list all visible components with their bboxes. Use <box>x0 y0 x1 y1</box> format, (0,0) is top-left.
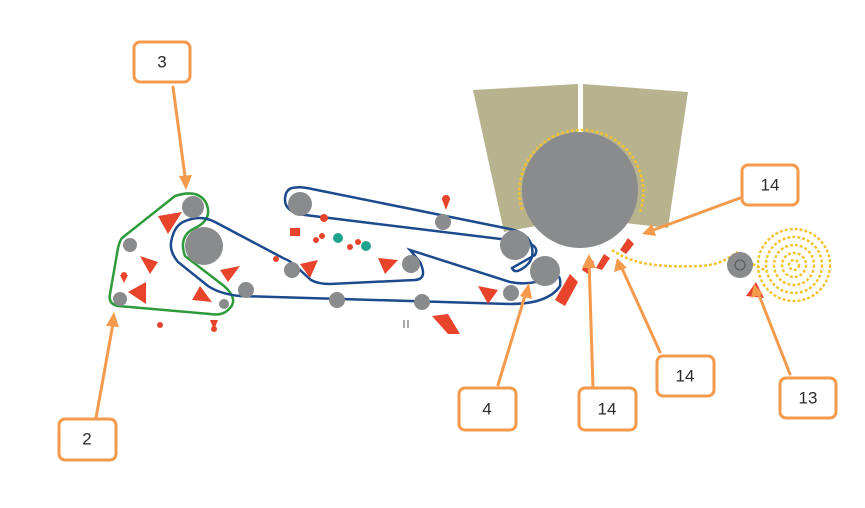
arrow-2 <box>94 316 116 420</box>
callout-label: 14 <box>761 176 780 195</box>
roll <box>238 282 254 298</box>
callout-label: 14 <box>598 400 617 419</box>
callout-label: 2 <box>82 430 91 449</box>
arrow-4 <box>496 287 529 387</box>
roll <box>185 227 223 265</box>
callout-14-center: 14 <box>577 386 638 432</box>
callout-label: 13 <box>799 389 818 408</box>
arrow-14a <box>587 258 595 390</box>
roll <box>288 192 312 216</box>
callout-2: 2 <box>57 417 118 462</box>
arrow-14c <box>646 196 742 234</box>
roll <box>219 299 229 309</box>
paper-web <box>518 128 766 272</box>
arrow-3 <box>171 85 188 186</box>
arrow-14b <box>618 262 662 354</box>
parent-reel <box>756 227 832 303</box>
callout-arrows <box>94 85 792 420</box>
yankee-cylinder <box>522 132 638 248</box>
callout-14-right: 14 <box>655 354 716 398</box>
callout-3: 3 <box>132 40 192 84</box>
callout-4: 4 <box>457 386 518 432</box>
roll <box>182 196 204 218</box>
callout-label: 4 <box>482 400 491 419</box>
reel-drum <box>727 252 753 278</box>
felt-loop-blue-upper <box>283 185 538 273</box>
callout-14-top: 14 <box>740 163 800 207</box>
roll <box>530 256 560 286</box>
felt-loop-green <box>108 192 235 316</box>
callout-13: 13 <box>778 376 838 420</box>
felt-rolls <box>113 192 753 310</box>
roll <box>329 292 345 308</box>
roll <box>503 285 519 301</box>
teal-showers <box>333 233 371 251</box>
roll <box>402 255 420 273</box>
roll <box>284 262 300 278</box>
callout-label: 14 <box>676 367 695 386</box>
roll <box>414 294 430 310</box>
arrow-13 <box>755 288 792 376</box>
callout-arrowheads <box>106 175 763 327</box>
roll <box>123 238 137 252</box>
roll <box>500 230 530 260</box>
pressure-gauges <box>403 320 409 328</box>
callout-label: 3 <box>157 53 166 72</box>
reel-drum-hub <box>734 259 746 271</box>
roll <box>113 292 127 306</box>
roll <box>435 214 451 230</box>
